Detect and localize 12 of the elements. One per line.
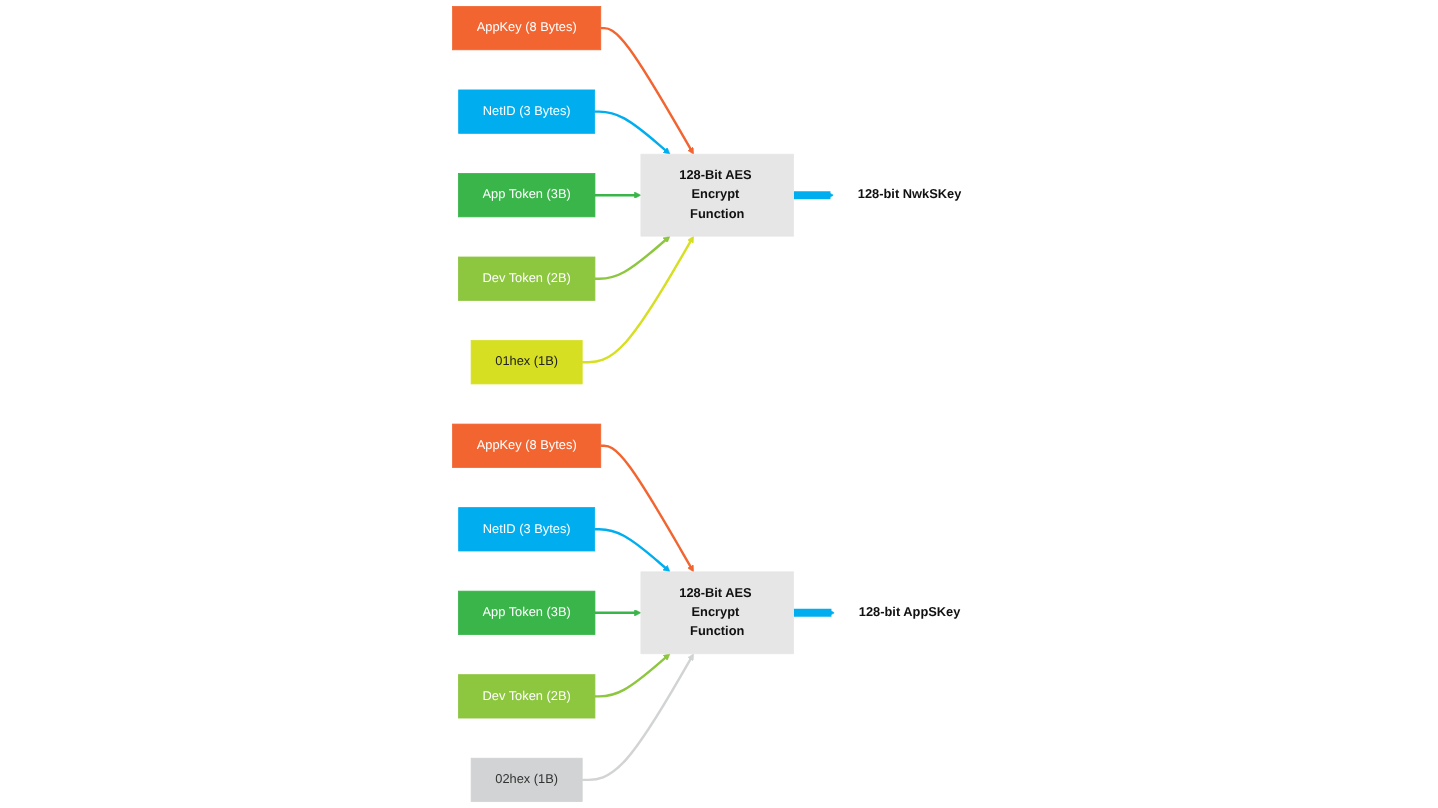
arrow <box>792 608 835 617</box>
arrow <box>582 235 694 364</box>
arrow <box>594 528 671 573</box>
arrow <box>594 609 642 617</box>
arrow <box>582 653 694 782</box>
arrow <box>600 26 694 155</box>
arrow <box>600 444 694 573</box>
arrow <box>594 235 671 280</box>
arrow <box>594 653 671 698</box>
arrow <box>792 191 834 200</box>
arrow <box>594 110 671 155</box>
arrow <box>594 191 642 199</box>
